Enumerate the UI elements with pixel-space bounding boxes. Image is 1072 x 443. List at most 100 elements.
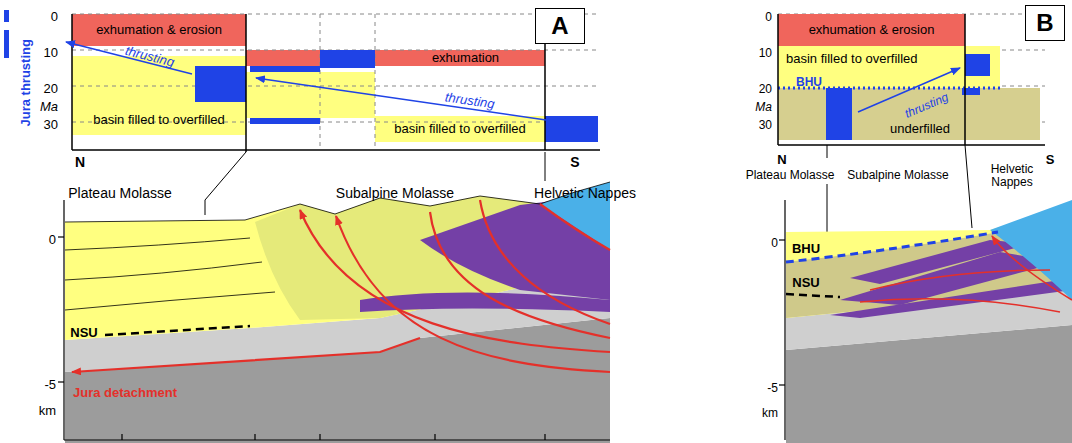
cross-section-a xyxy=(544,434,545,440)
tick-label-holder: 10 xyxy=(44,43,60,61)
thrusting-arrow xyxy=(66,42,192,74)
chart-axis xyxy=(545,152,546,181)
axis-unit: Ma xyxy=(755,101,772,114)
fault-label-holder: Jura detachment xyxy=(73,383,179,401)
depth-label: -5 xyxy=(767,382,778,395)
unconformity-label: NSU xyxy=(792,276,819,290)
chart-bands-a xyxy=(375,116,545,142)
depth-unit: km xyxy=(39,404,56,418)
chart-axis xyxy=(71,14,73,150)
axis-title-holder: Jura thrusting xyxy=(16,37,34,126)
cross-section-b xyxy=(992,236,1072,300)
chart-axis xyxy=(245,14,247,152)
band-text: B xyxy=(1036,10,1053,36)
thrust-activity-bar xyxy=(826,88,852,140)
depth-label-holder: -5 xyxy=(44,375,57,393)
cross-section-a xyxy=(58,182,610,443)
cross-section-a xyxy=(65,292,275,310)
unit-name: Plateau Molasse xyxy=(746,169,835,182)
arrow-label-holder: thrusting xyxy=(444,87,497,112)
band-text: underfilled xyxy=(890,122,950,136)
chart-bands-a xyxy=(72,14,545,142)
cross-section-a xyxy=(430,212,610,338)
chart-axis xyxy=(205,152,246,215)
cross-section-a xyxy=(254,434,255,440)
thrust-activity-bar xyxy=(320,50,375,68)
fault-label: Jura detachment xyxy=(73,386,177,400)
chart-axis xyxy=(778,144,1045,146)
time-band: basin filled to overfilled xyxy=(375,116,545,142)
depth-label-holder: -5 xyxy=(767,378,779,396)
compass-label: N xyxy=(777,153,786,167)
unconformity-label-holder: BHU xyxy=(792,239,822,257)
grid-line xyxy=(320,14,321,150)
depth-label-holder: 0 xyxy=(771,233,779,251)
cross-section-a xyxy=(64,439,610,440)
cross-section-a xyxy=(58,236,64,237)
cross-section-b xyxy=(786,294,840,297)
unit-name-holder: Helvetic Nappes xyxy=(980,163,1045,190)
cross-section-a xyxy=(121,434,122,440)
axis-unit-holder: Ma xyxy=(40,97,60,115)
cross-section-a xyxy=(65,182,610,222)
unit-name: Subalpine Molasse xyxy=(336,186,454,201)
cross-section-a xyxy=(65,262,262,280)
chart-axis xyxy=(964,14,966,145)
band-text: A xyxy=(551,13,568,39)
cross-section-a xyxy=(540,204,610,250)
cross-section-a xyxy=(336,216,610,372)
chart-axis xyxy=(778,14,1045,236)
chart-bands-b xyxy=(778,88,1040,140)
band-text: basin filled to overfilled xyxy=(786,52,918,66)
cross-section-a xyxy=(63,200,64,440)
tick-label: 20 xyxy=(759,83,772,96)
thrust-activity-bar xyxy=(250,118,320,124)
depth-unit-holder: km xyxy=(39,401,58,419)
axis-title: Jura thrusting xyxy=(19,39,33,126)
depth-label: -5 xyxy=(44,378,56,392)
tick-label-holder: 10 xyxy=(759,43,774,61)
unit-name: Helvetic Nappes xyxy=(534,186,636,201)
time-band: exhumation xyxy=(246,50,545,66)
panel-letter: B xyxy=(1025,5,1065,41)
tick-label: 0 xyxy=(765,11,772,24)
chart-axis xyxy=(827,145,828,158)
cross-section-a xyxy=(480,200,610,324)
tick-label: 30 xyxy=(759,119,772,132)
cross-section-a xyxy=(65,182,610,310)
compass-label: S xyxy=(1046,153,1055,167)
chart-bands-a xyxy=(246,50,545,66)
tick-label-holder: 20 xyxy=(44,79,60,97)
unit-name: Helvetic Nappes xyxy=(980,163,1044,189)
grid-line xyxy=(72,86,600,87)
band-text: basin filled to overfilled xyxy=(394,122,526,136)
band-text: exhumation & erosion xyxy=(809,23,935,37)
depth-unit-holder: km xyxy=(762,403,779,421)
band-text: exhumation xyxy=(432,51,499,65)
unit-name-holder: Subalpine Molasse xyxy=(847,165,950,183)
tick-label: 0 xyxy=(51,10,58,24)
cross-section-a xyxy=(319,434,320,440)
cross-section-a xyxy=(58,200,610,440)
arrow-label: thrusting xyxy=(444,90,495,111)
unit-name: Subalpine Molasse xyxy=(847,169,948,182)
thrust-activity-bar xyxy=(545,116,598,142)
cross-section-b xyxy=(779,200,785,440)
cross-section-b xyxy=(786,232,998,262)
tick-label-holder: 0 xyxy=(765,7,773,25)
chart-axis xyxy=(777,14,779,145)
compass-label-holder: S xyxy=(570,153,581,171)
thrusting-arrow xyxy=(256,78,546,120)
depth-label-holder: 0 xyxy=(49,230,58,248)
unconformity-label: NSU xyxy=(70,326,97,340)
grid-line xyxy=(375,14,376,150)
cross-section-b xyxy=(990,200,1072,300)
chart-axis xyxy=(72,149,600,151)
band-text: exhumation & erosion xyxy=(96,23,222,37)
chart-bands-a xyxy=(72,56,246,135)
unit-name-holder: Subalpine Molasse xyxy=(336,184,456,202)
unconformity-label-holder: NSU xyxy=(70,323,99,341)
tick-label-holder: 30 xyxy=(759,115,774,133)
compass-label-holder: N xyxy=(777,150,788,168)
